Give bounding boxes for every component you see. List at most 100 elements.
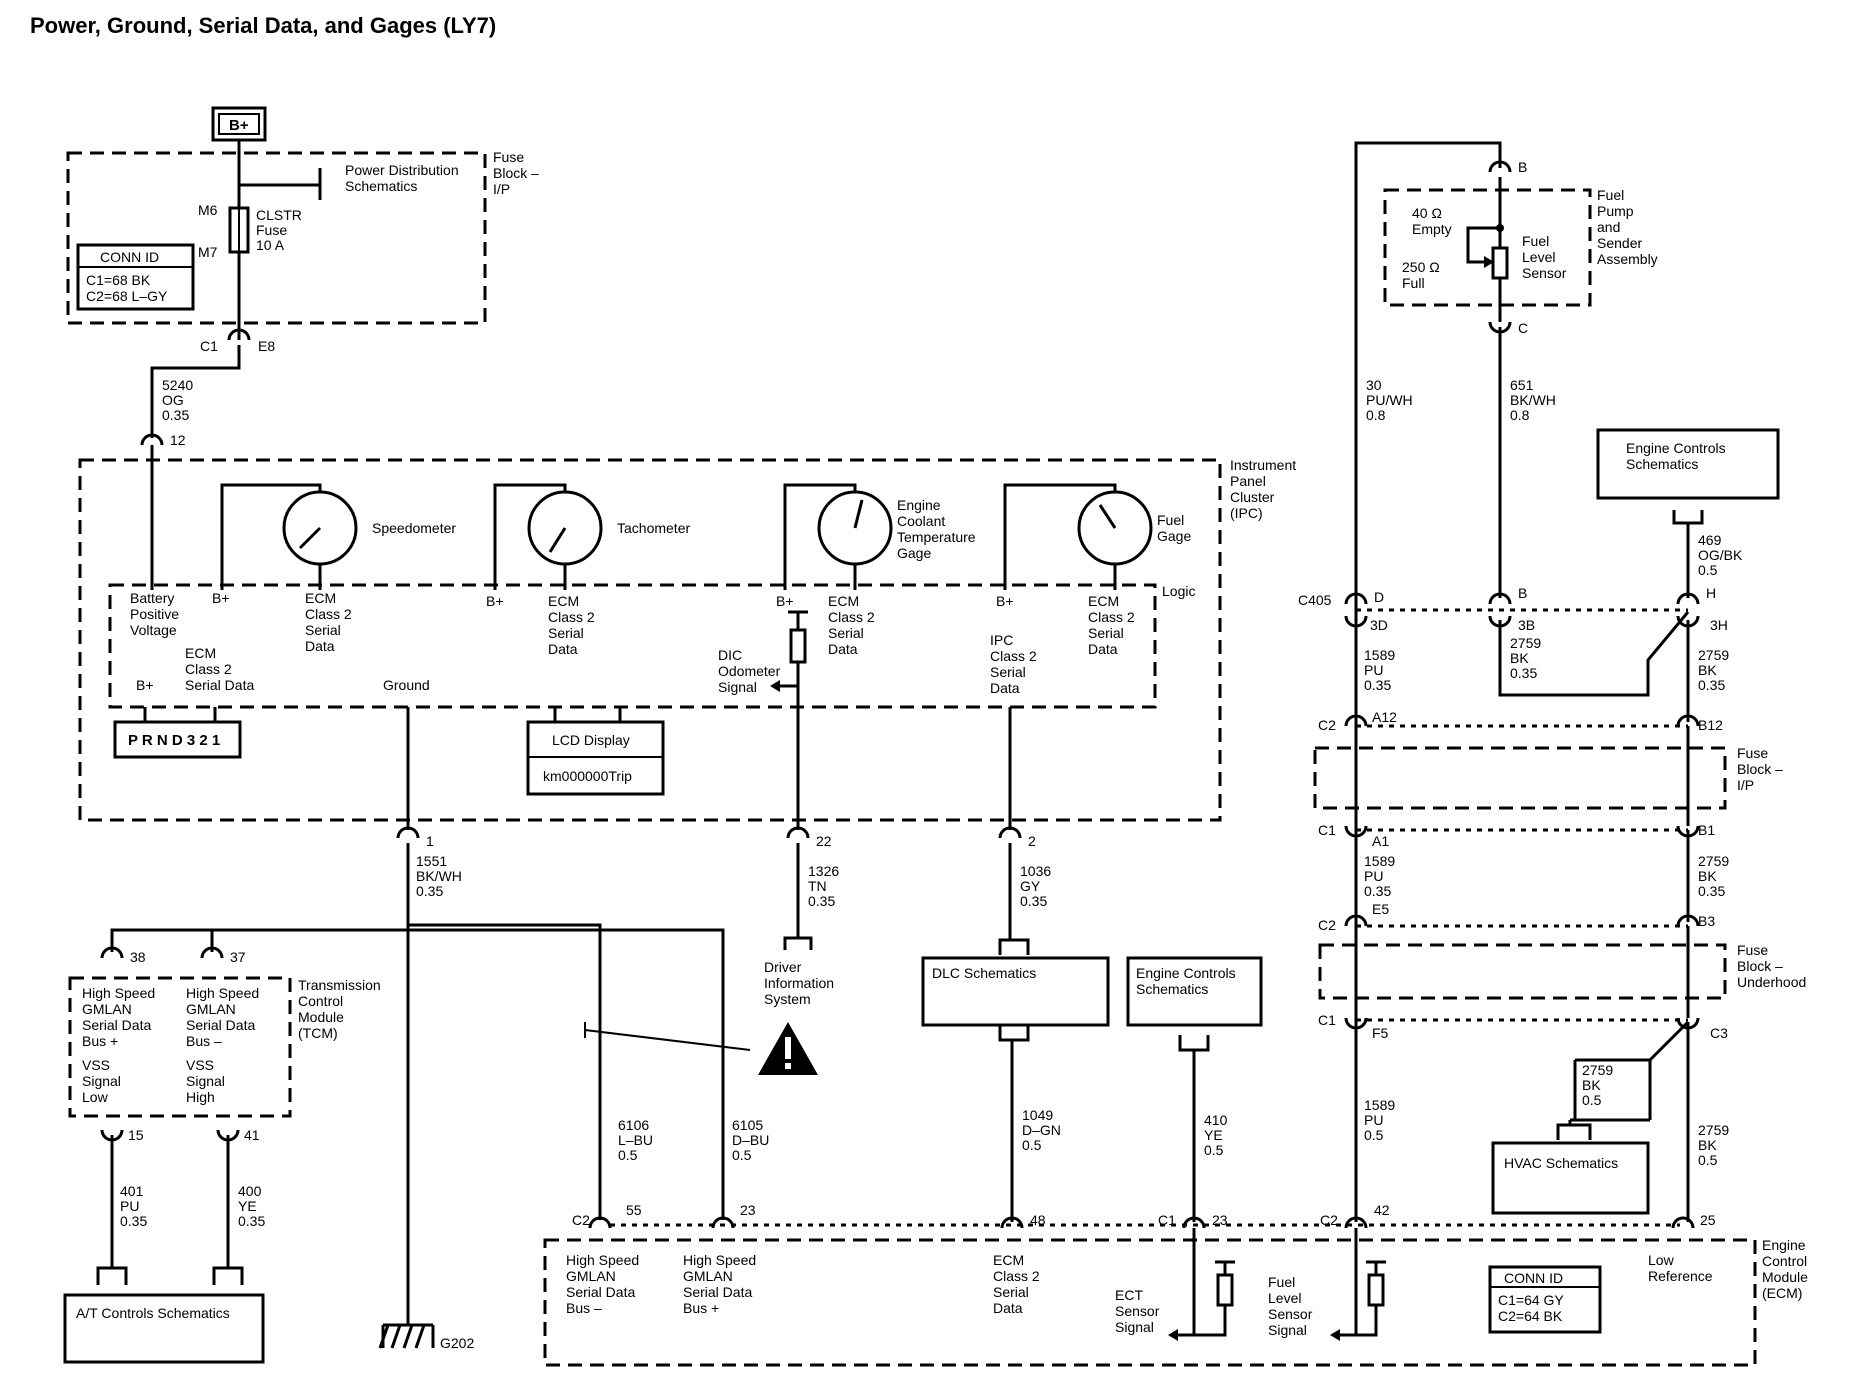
- wire-410-label: 410 YE 0.5: [1204, 1112, 1231, 1158]
- connector-ipc-pin2-icon: [998, 826, 1022, 839]
- pin-37-label: 37: [230, 949, 246, 965]
- tcm-frame: [68, 976, 292, 1118]
- pin-23a-label: 23: [740, 1202, 756, 1218]
- connector-ecm-23b-icon: [1182, 1216, 1206, 1229]
- ecm-fuel-level-label: Fuel Level Sensor Signal: [1268, 1274, 1316, 1338]
- wire-2759c-label: 2759 BK 0.35: [1698, 853, 1733, 899]
- conn-id-box-ecm: [1488, 1265, 1602, 1334]
- ecm-frame: [543, 1238, 1757, 1367]
- tcm-vss-high-label: VSS Signal High: [186, 1057, 229, 1105]
- pin-42-label: 42: [1374, 1202, 1390, 1218]
- fuel-pump-label: Fuel Pump and Sender Assembly: [1597, 187, 1658, 267]
- bplus-prnd-label: B+: [136, 677, 154, 693]
- connector-tcm-38-icon: [100, 946, 124, 959]
- engine-controls-right-box: [1596, 428, 1780, 500]
- bplus-coolant-label: B+: [776, 593, 794, 609]
- ecm-serial-inline-label: ECM Class 2 Serial Data: [185, 645, 254, 693]
- fuse-uh-f5-label: F5: [1372, 1025, 1389, 1041]
- coolant-gauge-label: Engine Coolant Temperature Gage: [897, 497, 979, 561]
- ipc-serial-label: IPC Class 2 Serial Data: [990, 632, 1041, 696]
- wire-2759e-label: 2759 BK 0.5: [1698, 1122, 1733, 1168]
- pin-2-label: 2: [1028, 833, 1036, 849]
- fuse-block-ip-frame: [66, 151, 487, 325]
- at-controls-box: [63, 1293, 265, 1364]
- g202-label: G202: [440, 1335, 474, 1351]
- fuse-ip-a1-label: A1: [1372, 833, 1389, 849]
- wire-2759d-label: 2759 BK 0.5: [1582, 1062, 1617, 1108]
- connector-ipc-pin22-icon: [786, 826, 810, 839]
- at-controls-label: A/T Controls Schematics: [76, 1305, 230, 1321]
- tcm-bus-minus-label: High Speed GMLAN Serial Data Bus –: [186, 985, 263, 1049]
- fuel-level-resistor-icon: [1367, 1273, 1385, 1307]
- fuel-pin-b-label: B: [1518, 159, 1527, 175]
- fuse-uh-b3-label: B3: [1698, 913, 1715, 929]
- fuse-uh-c2-label: C2: [1318, 917, 1336, 933]
- engine-controls-mid-label: Engine Controls Schematics: [1136, 965, 1240, 997]
- fuse-ip-c1-label: C1: [1318, 822, 1336, 838]
- pin-1-label: 1: [426, 833, 434, 849]
- connector-ipc-pin1-icon: [396, 826, 420, 839]
- fuse-uh-c1-label: C1: [1318, 1012, 1336, 1028]
- ipc-logic-frame: [108, 583, 1157, 709]
- hvac-schematics-label: HVAC Schematics: [1504, 1155, 1618, 1171]
- connector-pin12-icon: [140, 433, 164, 446]
- pin-15-label: 15: [128, 1127, 144, 1143]
- engine-controls-right-label: Engine Controls Schematics: [1626, 440, 1730, 472]
- fuse-ip-c2-label: C2: [1318, 717, 1336, 733]
- dlc-schematics-box: [921, 956, 1110, 1027]
- pin-e8-label: E8: [258, 338, 275, 354]
- wire-30-label: 30 PU/WH 0.8: [1366, 377, 1417, 423]
- conn-id-lines-ecm: C1=64 GY C2=64 BK: [1498, 1292, 1567, 1324]
- bplus-fuel-label: B+: [996, 593, 1014, 609]
- fuse-block-ip-label: Fuse Block – I/P: [493, 149, 543, 197]
- lcd-display-value: km000000Trip: [543, 768, 632, 784]
- fuse-block-underhood-label: Fuse Block – Underhood: [1737, 942, 1806, 990]
- fuse-block-ip-right-frame: [1313, 746, 1727, 810]
- pin-23b-label: 23: [1212, 1212, 1228, 1228]
- fuse-block-underhood-frame: [1318, 943, 1727, 1000]
- ecm-label: Engine Control Module (ECM): [1762, 1237, 1812, 1301]
- fuse-ip-b1-label: B1: [1698, 822, 1715, 838]
- tcm-bus-plus-label: High Speed GMLAN Serial Data Bus +: [82, 985, 159, 1049]
- pin-38-label: 38: [130, 949, 146, 965]
- dic-resistor-icon: [789, 628, 807, 664]
- ecm-bus-minus-label: High Speed GMLAN Serial Data Bus –: [566, 1252, 643, 1316]
- ecm-ect-label: ECT Sensor Signal: [1115, 1287, 1163, 1335]
- ecm-serial-fuel-label: ECM Class 2 Serial Data: [1088, 593, 1139, 657]
- c405-3b-label: 3B: [1518, 617, 1535, 633]
- pin-41-label: 41: [244, 1127, 260, 1143]
- c405-d-label: D: [1374, 589, 1384, 605]
- conn-id-box-ip: [76, 243, 195, 311]
- connector-ecm-25-icon: [1671, 1216, 1695, 1229]
- wire-5240-label: 5240 OG 0.35: [162, 377, 197, 423]
- c405-3h-label: 3H: [1710, 617, 1728, 633]
- conn-c1-label: C1: [200, 338, 218, 354]
- ipc-frame: [78, 458, 1222, 822]
- conn-id-title-ecm: CONN ID: [1504, 1270, 1563, 1286]
- prnd-label: P R N D 3 2 1: [128, 732, 220, 749]
- wire-400-label: 400 YE 0.35: [238, 1183, 265, 1229]
- speedometer-label: Speedometer: [372, 520, 456, 536]
- connector-ecm-55-icon: [588, 1216, 612, 1229]
- tcm-label: Transmission Control Module (TCM): [298, 977, 385, 1041]
- connector-c1-e8-icon: [227, 328, 251, 341]
- hvac-schematics-box: [1491, 1141, 1650, 1215]
- fuse-block-ip-right-label: Fuse Block – I/P: [1737, 745, 1787, 793]
- ecm-c2-label-a: C2: [572, 1212, 590, 1228]
- ecm-serial-data-label: ECM Class 2 Serial Data: [993, 1252, 1044, 1316]
- wire-2759a-label: 2759 BK 0.35: [1510, 635, 1545, 681]
- pin-m6: M6: [198, 202, 218, 218]
- dis-ref-label: Driver Information System: [764, 959, 838, 1007]
- tcm-vss-low-label: VSS Signal Low: [82, 1057, 125, 1105]
- connector-fuel-b-icon: [1488, 160, 1512, 173]
- fuse-uh-e5-label: E5: [1372, 901, 1389, 917]
- c405-b-label: B: [1518, 585, 1527, 601]
- wire-1049-label: 1049 D–GN 0.5: [1022, 1107, 1065, 1153]
- ect-resistor-icon: [1216, 1273, 1234, 1307]
- page-title: Power, Ground, Serial Data, and Gages (L…: [30, 13, 496, 38]
- fuel-pump-frame: [1383, 188, 1592, 307]
- dic-odometer-label: DIC Odometer Signal: [718, 647, 784, 695]
- wire-6105-label: 6105 D–BU 0.5: [732, 1117, 773, 1163]
- fuel-level-sensor-icon: [1491, 246, 1509, 280]
- c405-3d-label: 3D: [1370, 617, 1388, 633]
